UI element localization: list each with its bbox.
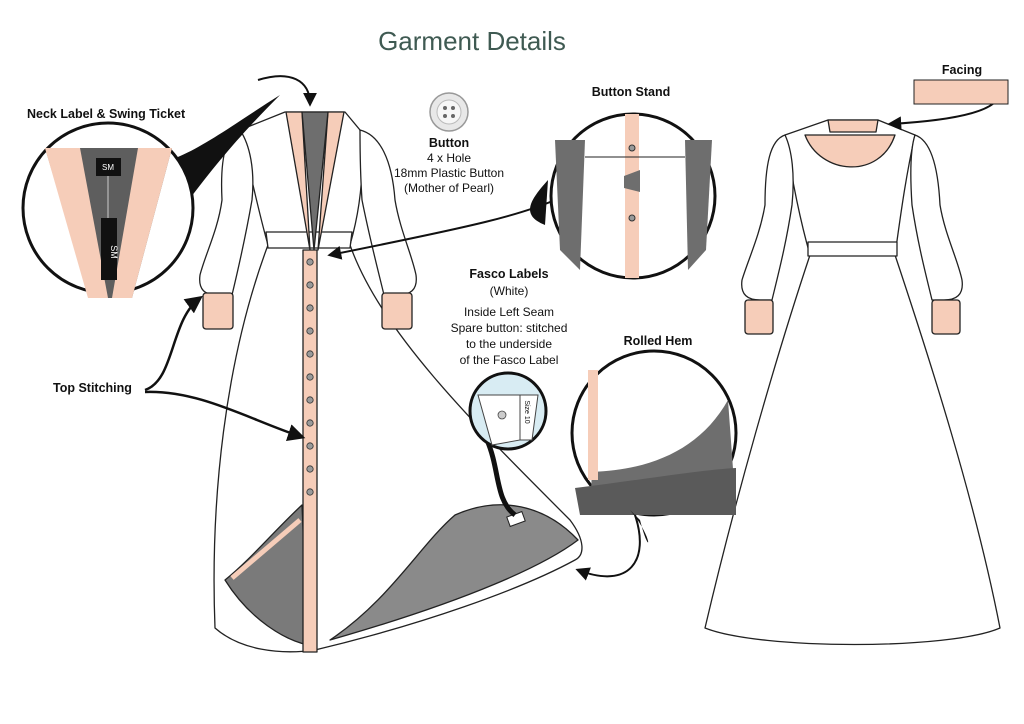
rolled-hem-detail [570, 349, 738, 517]
back-facing [804, 134, 896, 168]
button-spec-2: 18mm Plastic Button [393, 166, 505, 180]
rolled-hem-heading: Rolled Hem [623, 334, 693, 348]
back-waistband [807, 241, 898, 257]
neck-label-detail [21, 121, 195, 298]
facing-heading: Facing [941, 63, 983, 77]
button-icon [429, 92, 469, 132]
neck-callout-arrow [257, 75, 317, 107]
neck-callout-wedge [170, 95, 280, 205]
swing-ticket-text: SM [109, 245, 119, 259]
back-right-cuff [931, 299, 961, 335]
front-dress [199, 111, 583, 653]
button-heading: Button [428, 136, 470, 150]
fasco-line-4: to the underside [465, 337, 553, 351]
button-stand-detail [549, 112, 717, 280]
front-button-stand [302, 249, 318, 653]
top-stitching-heading: Top Stitching [53, 381, 132, 395]
front-left-cuff [202, 292, 234, 330]
fasco-line-3: Spare button: stitched [450, 321, 568, 335]
back-right-sleeve [910, 134, 963, 301]
back-left-cuff [744, 299, 774, 335]
fasco-line-5: of the Fasco Label [459, 353, 559, 367]
neck-brand-label: SM [102, 163, 114, 172]
page-title: Garment Details [378, 26, 566, 56]
back-dress [704, 119, 1001, 646]
back-left-sleeve [741, 134, 794, 301]
back-collar [827, 119, 879, 133]
front-buttons [306, 258, 314, 496]
rolled-hem-callout [575, 514, 641, 581]
left-lining [224, 504, 309, 646]
front-right-sleeve [359, 129, 417, 296]
front-neckline [285, 111, 345, 251]
button-spec-3: (Mother of Pearl) [403, 181, 495, 195]
front-right-cuff [381, 292, 413, 330]
button-spec-1: 4 x Hole [426, 151, 472, 165]
facing-swatch [913, 79, 1009, 105]
back-skirt [704, 254, 1001, 646]
neck-label-heading: Neck Label & Swing Ticket [27, 107, 186, 121]
front-lining [329, 504, 579, 641]
fasco-label-detail [468, 371, 548, 451]
fasco-line-2: Inside Left Seam [463, 305, 555, 319]
button-stand-heading: Button Stand [591, 85, 671, 99]
fasco-heading: Fasco Labels [469, 267, 549, 281]
top-stitching-arrow-1 [144, 295, 203, 392]
front-left-sleeve [199, 129, 254, 296]
fasco-line-1: (White) [489, 284, 529, 298]
size-label-text: Size 10 [523, 400, 530, 423]
top-stitching-arrow-2 [144, 390, 306, 441]
